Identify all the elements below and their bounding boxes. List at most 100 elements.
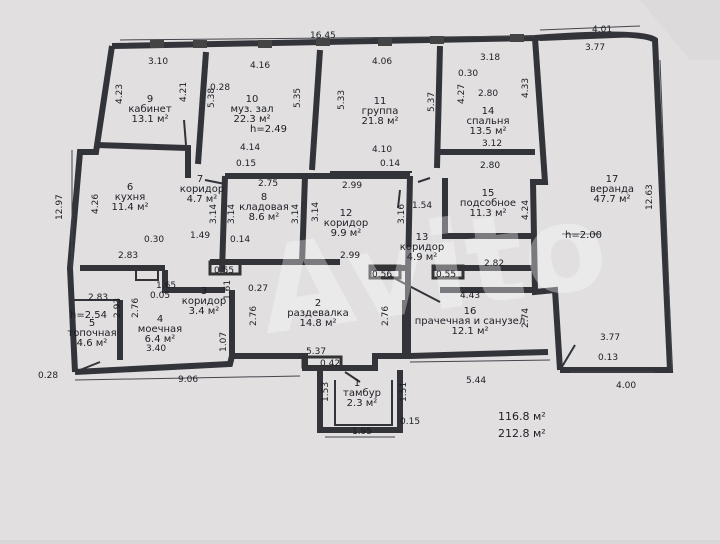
- dimension-label: 4.14: [240, 143, 260, 153]
- room-area: 12.1 м²: [452, 326, 489, 337]
- dimension-label: 4.33: [521, 78, 531, 98]
- dimension-label: 2.74: [521, 308, 531, 328]
- room-name: группа: [362, 106, 399, 117]
- room-label: 6 кухня 11.4 м²: [112, 182, 149, 213]
- room-label: 15 подсобное 11.3 м²: [460, 188, 516, 219]
- room-area: 3.4 м²: [189, 306, 220, 317]
- ceiling-height-label: h=2.49: [250, 124, 287, 135]
- dimension-label: 12.63: [645, 184, 655, 210]
- wall-posts: [135, 34, 524, 369]
- room-name: подсобное: [460, 198, 516, 209]
- room-name: моечная: [138, 324, 182, 335]
- dimension-label: 4.23: [115, 84, 125, 104]
- room-number: 14: [482, 106, 495, 117]
- dimension-label: 5.38: [207, 88, 217, 108]
- room-name: муз. зал: [231, 104, 274, 115]
- room-name: кладовая: [239, 202, 289, 213]
- room-label: 3 коридор 3.4 м²: [182, 286, 226, 317]
- dimension-values: 16.45 4.01 3.10 4.16 4.06 3.18 3.77 0.30…: [38, 25, 655, 437]
- room-number: 9: [147, 94, 153, 105]
- room-area: 11.4 м²: [112, 202, 149, 213]
- dimension-label: 12.97: [55, 194, 65, 220]
- dimension-label: 1.95: [352, 427, 372, 437]
- room-label: 5 топочная 4.6 м²: [67, 318, 116, 349]
- room-number: 17: [606, 174, 619, 185]
- dimension-label: 1.51: [399, 382, 409, 402]
- dimension-label: 1.61: [223, 280, 233, 300]
- dimension-label: 0.30: [458, 69, 478, 79]
- total-area-main: 116.8 м²: [498, 410, 546, 423]
- room-area: 6.4 м²: [145, 334, 176, 345]
- dimension-label: 2.83: [88, 293, 108, 303]
- room-name: прачечная и санузел: [415, 316, 525, 327]
- dimension-label: 1.53: [321, 382, 331, 402]
- dimension-label: 3.18: [480, 53, 500, 63]
- dimension-label: 3.12: [482, 139, 502, 149]
- room-number: 16: [464, 306, 477, 317]
- room-area: 21.8 м²: [362, 116, 399, 127]
- room-area: 22.3 м²: [234, 114, 271, 125]
- room-label: 2 раздевалка 14.8 м²: [287, 298, 348, 329]
- dimension-label: 3.40: [146, 344, 166, 354]
- room-number: 8: [261, 192, 267, 203]
- ceiling-heights: h=2.49 h=2.00 h=2.54: [70, 124, 602, 321]
- dimension-label: 0.14: [230, 235, 250, 245]
- dimension-lines: [71, 25, 673, 438]
- dimension-label: 2.80: [478, 89, 498, 99]
- dimension-label: 16.45: [310, 31, 336, 41]
- room-label: 1 тамбур 2.3 м²: [343, 378, 381, 409]
- area-totals: 116.8 м² 212.8 м²: [498, 410, 546, 440]
- dimension-label: 4.26: [91, 194, 101, 214]
- room-area: 8.6 м²: [249, 212, 280, 223]
- dimension-label: 3.14: [291, 204, 301, 224]
- dimension-label: 5.35: [293, 88, 303, 108]
- dimension-label: 5.44: [466, 376, 486, 386]
- room-number: 12: [340, 208, 353, 219]
- room-number: 2: [315, 298, 321, 309]
- room-name: кабинет: [128, 104, 172, 115]
- room-area: 4.6 м²: [77, 338, 108, 349]
- room-number: 5: [89, 318, 95, 329]
- dimension-label: 3.77: [585, 43, 605, 53]
- dimension-label: 4.16: [250, 61, 270, 71]
- dimension-label: 4.00: [616, 381, 636, 391]
- dimension-label: 0.55: [436, 270, 456, 280]
- room-number: 10: [246, 94, 259, 105]
- dimension-label: 0.05: [150, 291, 170, 301]
- room-name: топочная: [67, 328, 116, 339]
- dimension-label: 0.30: [144, 235, 164, 245]
- room-number: 13: [416, 232, 429, 243]
- dimension-label: 2.75: [258, 179, 278, 189]
- dimension-label: 3.16: [397, 204, 407, 224]
- dimension-label: 2.76: [131, 298, 141, 318]
- doors: [70, 119, 576, 383]
- dimension-label: 4.27: [457, 84, 467, 104]
- dimension-label: 0.42: [320, 359, 340, 369]
- dimension-label: 2.99: [340, 251, 360, 261]
- total-area-full: 212.8 м²: [498, 427, 546, 440]
- room-area: 2.3 м²: [347, 398, 378, 409]
- dimension-label: 4.06: [372, 57, 392, 67]
- dimension-label: 0.28: [210, 83, 230, 93]
- dimension-label: 2.83: [118, 251, 138, 261]
- room-number: 4: [157, 314, 163, 325]
- dimension-label: 2.80: [480, 161, 500, 171]
- dimension-label: 0.14: [380, 159, 400, 169]
- ceiling-height-label: h=2.54: [70, 310, 107, 321]
- room-name: коридор: [182, 296, 226, 307]
- room-area: 13.1 м²: [132, 114, 169, 125]
- room-name: коридор: [180, 184, 224, 195]
- dimension-label: 2.76: [249, 306, 259, 326]
- dimension-label: 0.15: [400, 417, 420, 427]
- room-name: кухня: [115, 192, 145, 203]
- room-label: 16 прачечная и санузел 12.1 м²: [415, 306, 525, 337]
- dimension-label: 3.77: [600, 333, 620, 343]
- room-name: спальня: [466, 116, 509, 127]
- dimension-label: 5.37: [427, 92, 437, 112]
- room-area: 47.7 м²: [594, 194, 631, 205]
- room-area: 9.9 м²: [331, 228, 362, 239]
- dimension-label: 4.21: [179, 82, 189, 102]
- dimension-label: 4.24: [521, 200, 531, 220]
